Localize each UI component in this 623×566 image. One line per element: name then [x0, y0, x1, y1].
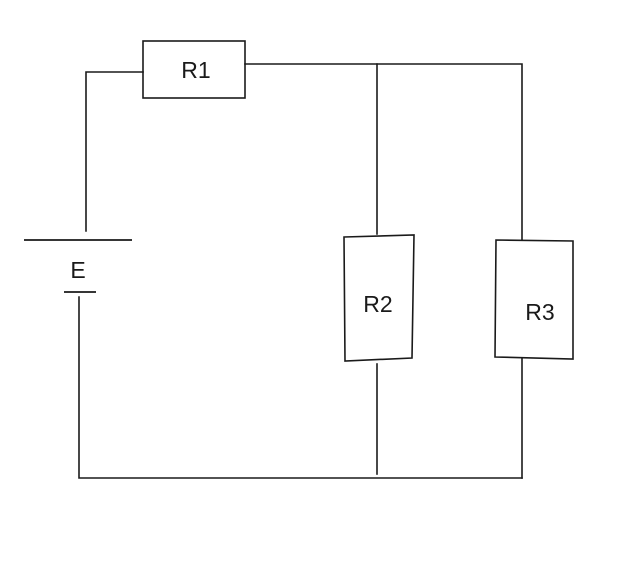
- resistor-r1-body: [142, 40, 246, 99]
- resistor-r2-body: [343, 234, 415, 362]
- resistor-r3-label: R3: [525, 299, 554, 325]
- resistor-r3-body: [494, 239, 574, 360]
- battery-label: E: [70, 257, 85, 283]
- resistor-r1: R1: [142, 40, 246, 99]
- resistor-r3: R3: [494, 239, 574, 360]
- wires: [78, 63, 523, 479]
- resistor-r2: R2: [343, 234, 415, 362]
- resistor-r1-label: R1: [181, 57, 210, 83]
- battery-e: E: [24, 239, 132, 293]
- resistor-r2-label: R2: [363, 291, 392, 317]
- wire-battery-to-r1: [85, 71, 144, 232]
- wire-top-bus: [244, 63, 523, 241]
- wire-bottom-bus: [78, 296, 523, 479]
